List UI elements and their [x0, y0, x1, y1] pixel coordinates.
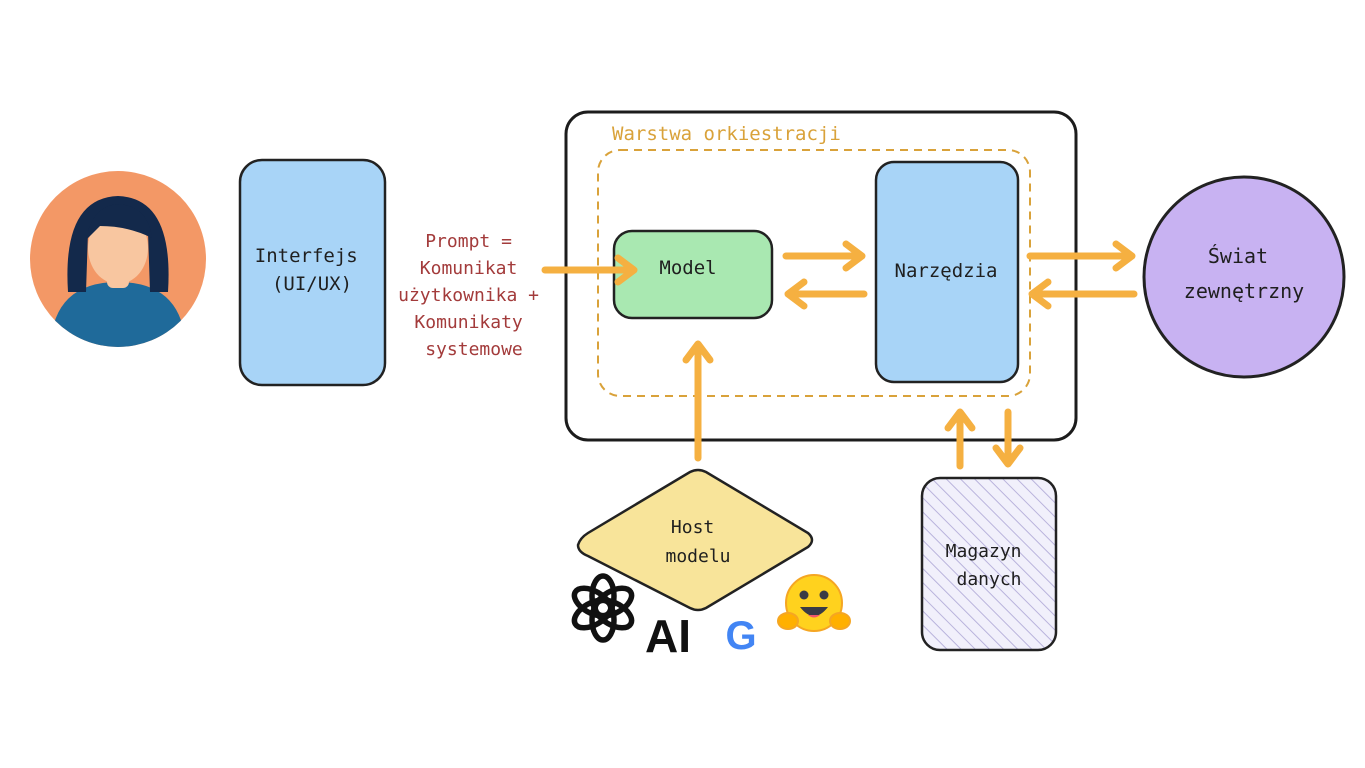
model-host-diamond: [576, 468, 814, 612]
data-storage-line-1: Magazyn: [946, 541, 1022, 562]
google-logo-icon: G: [725, 614, 756, 658]
interface-label: Interfejs (UI/UX): [255, 245, 369, 295]
external-world-node: Świat zewnętrzny: [1142, 175, 1346, 379]
data-storage-line-2: danych: [956, 569, 1021, 590]
external-world-line-1: Świat: [1208, 244, 1268, 268]
arrow-model-to-tools: [782, 240, 866, 272]
anthropic-logo-icon: AI: [645, 610, 691, 662]
model-box: [612, 229, 774, 320]
arrow-tools-to-storage: [992, 408, 1024, 468]
external-world-line-2: zewnętrzny: [1184, 279, 1304, 303]
data-storage-label: Magazyn danych: [946, 541, 1033, 590]
tools-label: Narzędzia: [895, 260, 998, 282]
huggingface-logo-icon: [777, 574, 851, 632]
prompt-line-1: Prompt =: [425, 231, 512, 252]
external-world-circle: [1142, 175, 1346, 379]
interface-node: Interfejs (UI/UX): [238, 158, 387, 387]
user-avatar: [30, 171, 206, 347]
data-storage-node: Magazyn danych: [920, 476, 1058, 652]
model-host-line-2: modelu: [665, 546, 730, 567]
openai-logo-icon: [571, 573, 635, 643]
arrow-storage-to-tools: [944, 408, 976, 470]
model-host-label: Host modelu: [665, 517, 730, 567]
model-host-node: Host modelu: [576, 468, 814, 612]
arrow-host-to-model: [682, 340, 714, 462]
interface-label-line-2: (UI/UX): [272, 273, 352, 295]
arrow-world-to-tools: [1028, 278, 1138, 310]
arrow-prompt-to-model: [541, 254, 638, 286]
external-world-label: Świat zewnętrzny: [1184, 244, 1304, 303]
prompt-line-3: użytkownika +: [398, 285, 539, 306]
arrows: [541, 240, 1138, 470]
prompt-label: Prompt = Komunikat użytkownika + Komunik…: [398, 231, 550, 360]
model-node: Model: [612, 229, 774, 320]
tools-box: [874, 160, 1020, 384]
arrow-tools-to-model: [784, 278, 868, 310]
prompt-line-4: Komunikaty: [414, 312, 523, 333]
avatar-bangs: [86, 204, 152, 240]
orchestration-label: Warstwa orkiestracji: [612, 123, 841, 145]
model-host-line-1: Host: [671, 517, 714, 538]
prompt-line-2: Komunikat: [420, 258, 518, 279]
orchestration-container: [564, 110, 1078, 442]
arrow-tools-to-world: [1026, 240, 1136, 272]
tools-node: Narzędzia: [874, 160, 1020, 384]
prompt-line-5: systemowe: [425, 339, 523, 360]
data-storage-box: [920, 476, 1058, 652]
interface-label-line-1: Interfejs: [255, 245, 358, 267]
provider-logos: AI G: [571, 573, 851, 662]
model-label: Model: [659, 257, 716, 279]
interface-box: [238, 158, 387, 387]
avatar-body: [50, 282, 186, 347]
